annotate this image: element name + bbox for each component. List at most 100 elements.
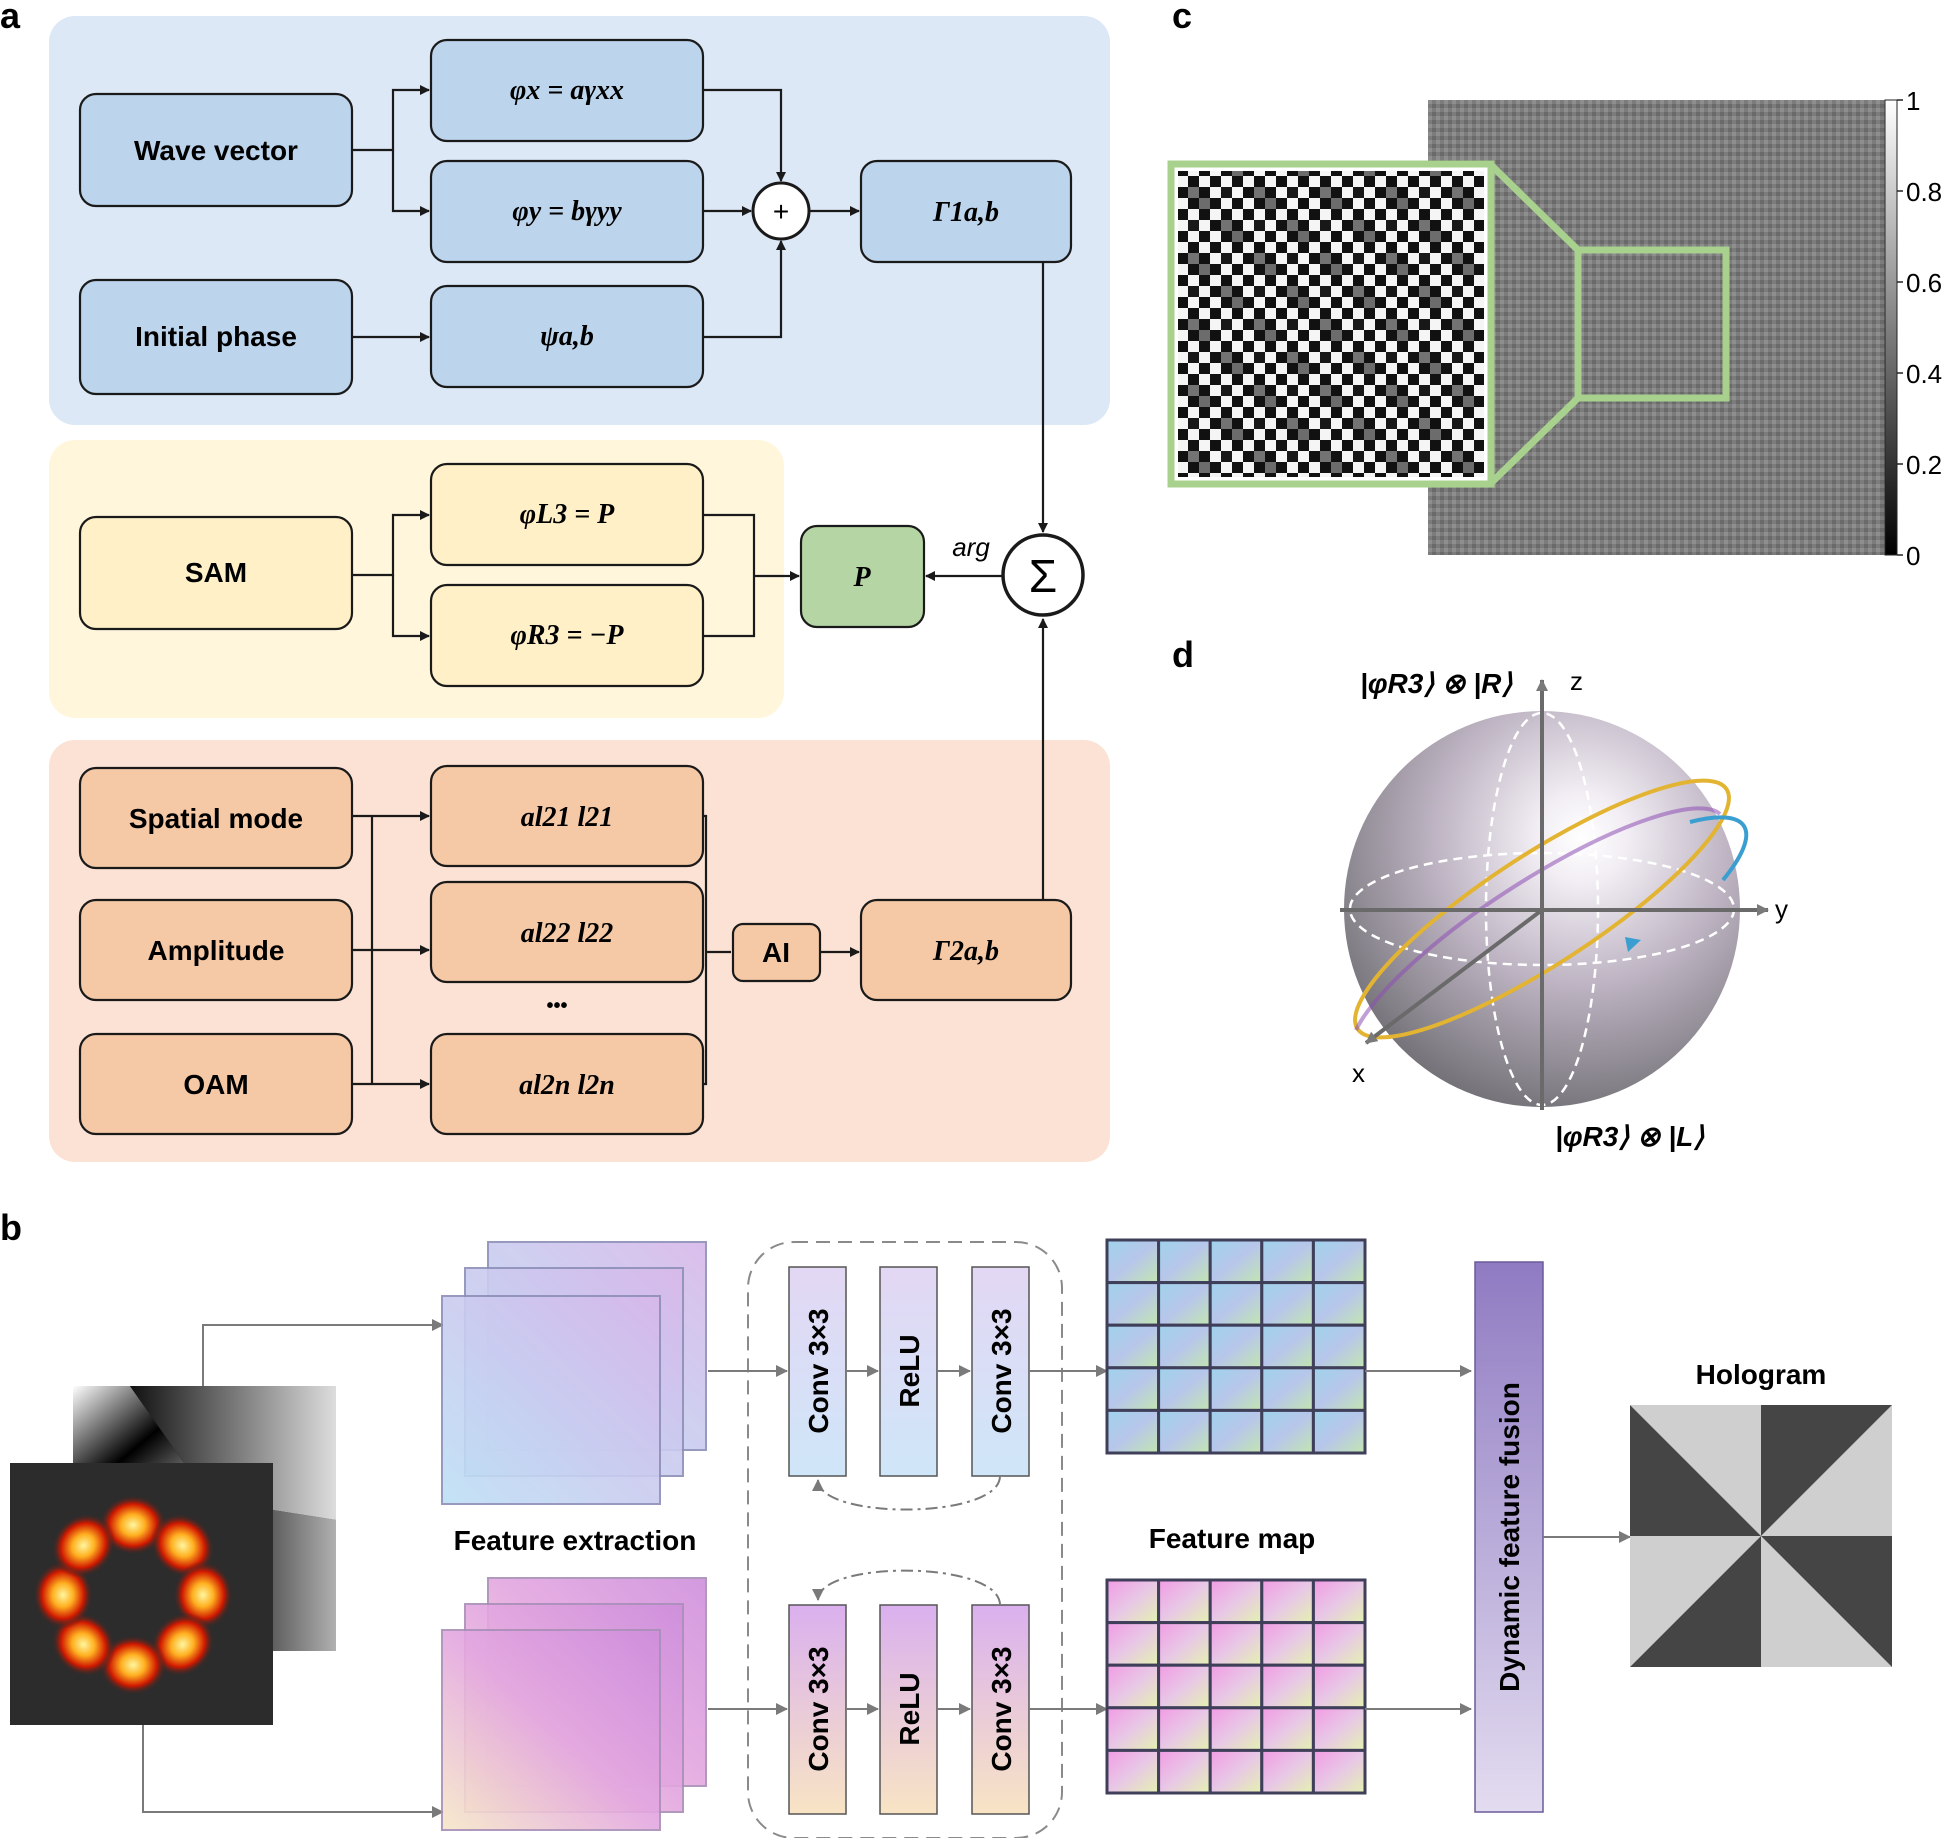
colorbar-tick-label: 0.6 <box>1906 268 1942 298</box>
skip-connection <box>812 1569 1001 1606</box>
feature-map-cell <box>1260 1281 1315 1327</box>
feature-map-cell <box>1260 1238 1315 1285</box>
feature-map-cell <box>1157 1663 1212 1710</box>
connector <box>703 814 708 1086</box>
feature-map-cell <box>1260 1323 1315 1370</box>
sam-label: SAM <box>185 557 247 588</box>
sum-symbol: Σ <box>1029 550 1057 602</box>
phi-x-label: φx = aγxx <box>510 75 624 106</box>
ai-label: AI <box>762 937 790 968</box>
hologram-sector <box>1630 1536 1761 1667</box>
feature-map-cell <box>1105 1366 1161 1412</box>
relu-block <box>879 1604 938 1815</box>
feature-layer <box>441 1295 661 1505</box>
connector <box>391 575 430 641</box>
hologram-sector <box>1630 1405 1761 1536</box>
connector <box>202 1319 444 1386</box>
colorbar-tick-label: 1 <box>1906 86 1920 116</box>
feature-map-cell <box>1260 1408 1315 1455</box>
axis-y-label: y <box>1775 894 1788 924</box>
feature-map-cell <box>1311 1621 1367 1667</box>
conv-label: Conv 3×3 <box>803 1308 834 1433</box>
skip-connection <box>812 1475 1001 1511</box>
colorbar <box>1884 99 1898 556</box>
hologram-sector <box>1761 1536 1892 1667</box>
conv-label: Conv 3×3 <box>986 1646 1017 1771</box>
feature-map-cell <box>1208 1408 1264 1455</box>
feature-map-cell <box>1105 1663 1161 1710</box>
conv-label: Conv 3×3 <box>803 1646 834 1771</box>
gamma2-box <box>859 898 1073 1002</box>
feature-layer <box>441 1629 661 1831</box>
relu-block <box>879 1266 938 1477</box>
feature-map-cell <box>1208 1238 1264 1285</box>
feature-map-cell <box>1157 1366 1212 1412</box>
arg-label: arg <box>952 532 990 562</box>
feature-map-cell <box>1208 1706 1264 1752</box>
connector <box>142 1725 444 1818</box>
trajectory-arrow <box>1625 937 1641 952</box>
feature-map-top <box>1105 1238 1367 1455</box>
axis-z-label: z <box>1570 666 1583 696</box>
p-label: P <box>852 562 871 593</box>
connector <box>703 88 786 182</box>
hologram-title: Hologram <box>1696 1359 1827 1390</box>
feature-map-cell <box>1157 1408 1212 1455</box>
zoom-inset-pattern-overlay <box>1178 171 1484 477</box>
phase-image-sector <box>130 1386 336 1520</box>
connector <box>391 150 430 216</box>
intensity-lobe <box>173 1561 233 1629</box>
feature-map-cell <box>1260 1621 1315 1667</box>
conv-block <box>788 1604 847 1815</box>
zoom-region-frame <box>1574 246 1730 402</box>
trajectory-segment <box>1689 815 1749 882</box>
feature-map-cell <box>1105 1621 1161 1667</box>
feature-map-cell <box>1157 1323 1212 1370</box>
wave-vector-label: Wave vector <box>134 135 298 166</box>
feature-map-cell <box>1311 1578 1367 1625</box>
panel-label-a: a <box>0 0 21 36</box>
panel-label-d: d <box>1172 634 1194 675</box>
colorbar-tick-label: 0 <box>1906 541 1920 571</box>
trajectory-segment <box>1354 806 1722 1031</box>
feature-map-cell <box>1208 1663 1264 1710</box>
colorbar-ticks: 10.80.60.40.20 <box>1897 86 1942 571</box>
relu-label: ReLU <box>894 1672 925 1745</box>
panel-c: 10.80.60.40.20 <box>1167 86 1942 571</box>
hologram-sectors <box>1630 1405 1892 1667</box>
panel-label-c: c <box>1172 0 1192 36</box>
phi-r3-label: φR3 = −P <box>510 620 624 651</box>
feature-map-cell <box>1311 1366 1367 1412</box>
feature-map-cell <box>1157 1238 1212 1285</box>
intensity-lobe <box>33 1561 93 1629</box>
gamma1-box <box>859 159 1073 264</box>
fusion-label: Dynamic feature fusion <box>1494 1382 1525 1692</box>
gamma1-label: Γ1a,b <box>932 197 999 228</box>
a22-label: al22 l22 <box>521 918 614 949</box>
gamma2-label: Γ2a,b <box>932 936 999 967</box>
feature-map-cell <box>1157 1748 1212 1795</box>
feature-map-cell <box>1105 1281 1161 1327</box>
panel-d: z y x |φR3⟩ ⊗ |R⟩ |φR3⟩ ⊗ |L⟩ <box>1340 666 1788 1152</box>
feature-map-cell <box>1208 1281 1264 1327</box>
spatial-mode-box <box>78 766 354 870</box>
feature-map-cell <box>1208 1748 1264 1795</box>
p-box <box>799 524 926 629</box>
conv-label: Conv 3×3 <box>986 1308 1017 1433</box>
feature-map-cell <box>1208 1621 1264 1667</box>
feature-map-cell <box>1260 1578 1315 1625</box>
panel-b: Feature extraction Conv 3×3 ReLU Conv 3×… <box>10 1238 1892 1838</box>
feature-map-cell <box>1260 1663 1315 1710</box>
feature-map-cell <box>1260 1366 1315 1412</box>
phi-y-label: φy = bγyy <box>512 196 622 227</box>
bottom-state-label: |φR3⟩ ⊗ |L⟩ <box>1555 1121 1705 1152</box>
oam-label: OAM <box>183 1069 248 1100</box>
feature-map-bottom <box>1105 1578 1367 1795</box>
feature-map-cell <box>1260 1748 1315 1795</box>
feature-map-cell <box>1105 1578 1161 1625</box>
connector <box>703 240 786 339</box>
panel-a: Wave vector Initial phase φx = aγxx φy =… <box>49 16 1110 1162</box>
panel-label-b: b <box>0 1207 22 1248</box>
plus-symbol: + <box>773 196 789 227</box>
